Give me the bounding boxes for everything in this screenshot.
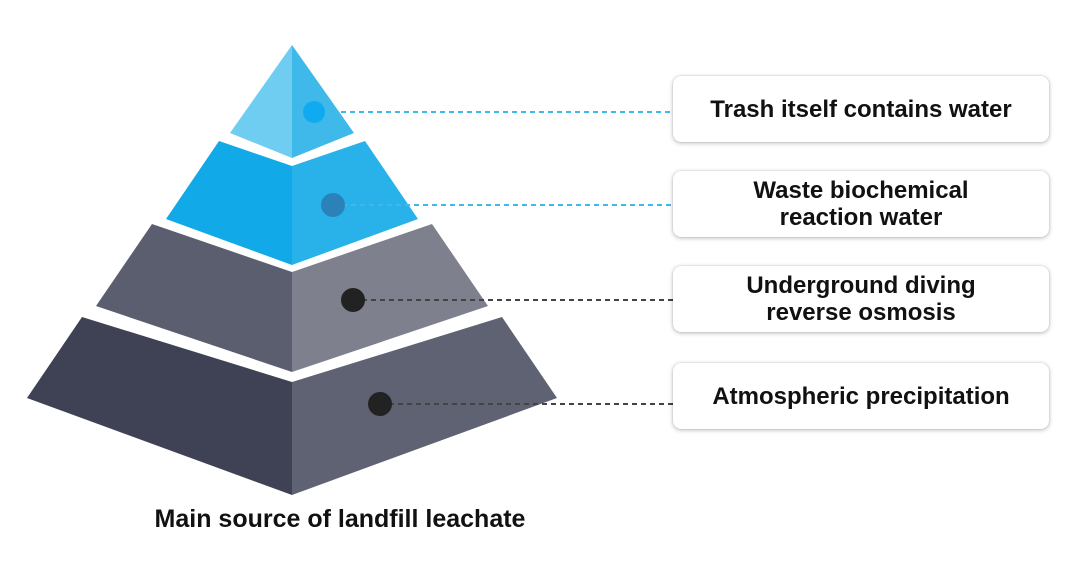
label-box-trash-water: Trash itself contains water [673,76,1049,142]
layer-1-right-face [292,45,354,158]
layer-1-left-face [230,45,292,158]
layer-2-right-face [292,141,418,265]
label-atmospheric-precipitation: Atmospheric precipitation [712,382,1010,410]
layer-2-dot [321,193,345,217]
label-underground-osmosis: Underground diving reverse osmosis [746,272,976,326]
pyramid-layer-3 [96,224,673,372]
layer-1-dot [303,101,325,123]
pyramid-layer-4 [27,317,673,495]
pyramid-layer-1 [230,45,673,158]
layer-3-dot [341,288,365,312]
label-biochemical-water: Waste biochemical reaction water [753,177,969,231]
layer-3-left-face [96,224,292,372]
layer-4-left-face [27,317,292,495]
layer-4-right-face [292,317,557,495]
layer-2-left-face [166,141,292,265]
label-box-atmospheric-precipitation: Atmospheric precipitation [673,363,1049,429]
label-box-underground-osmosis: Underground diving reverse osmosis [673,266,1049,332]
pyramid-layer-2 [166,141,673,265]
label-trash-water: Trash itself contains water [710,95,1012,123]
diagram-caption: Main source of landfill leachate [154,505,526,533]
label-box-biochemical-water: Waste biochemical reaction water [673,171,1049,237]
layer-3-right-face [292,224,488,372]
layer-4-dot [368,392,392,416]
